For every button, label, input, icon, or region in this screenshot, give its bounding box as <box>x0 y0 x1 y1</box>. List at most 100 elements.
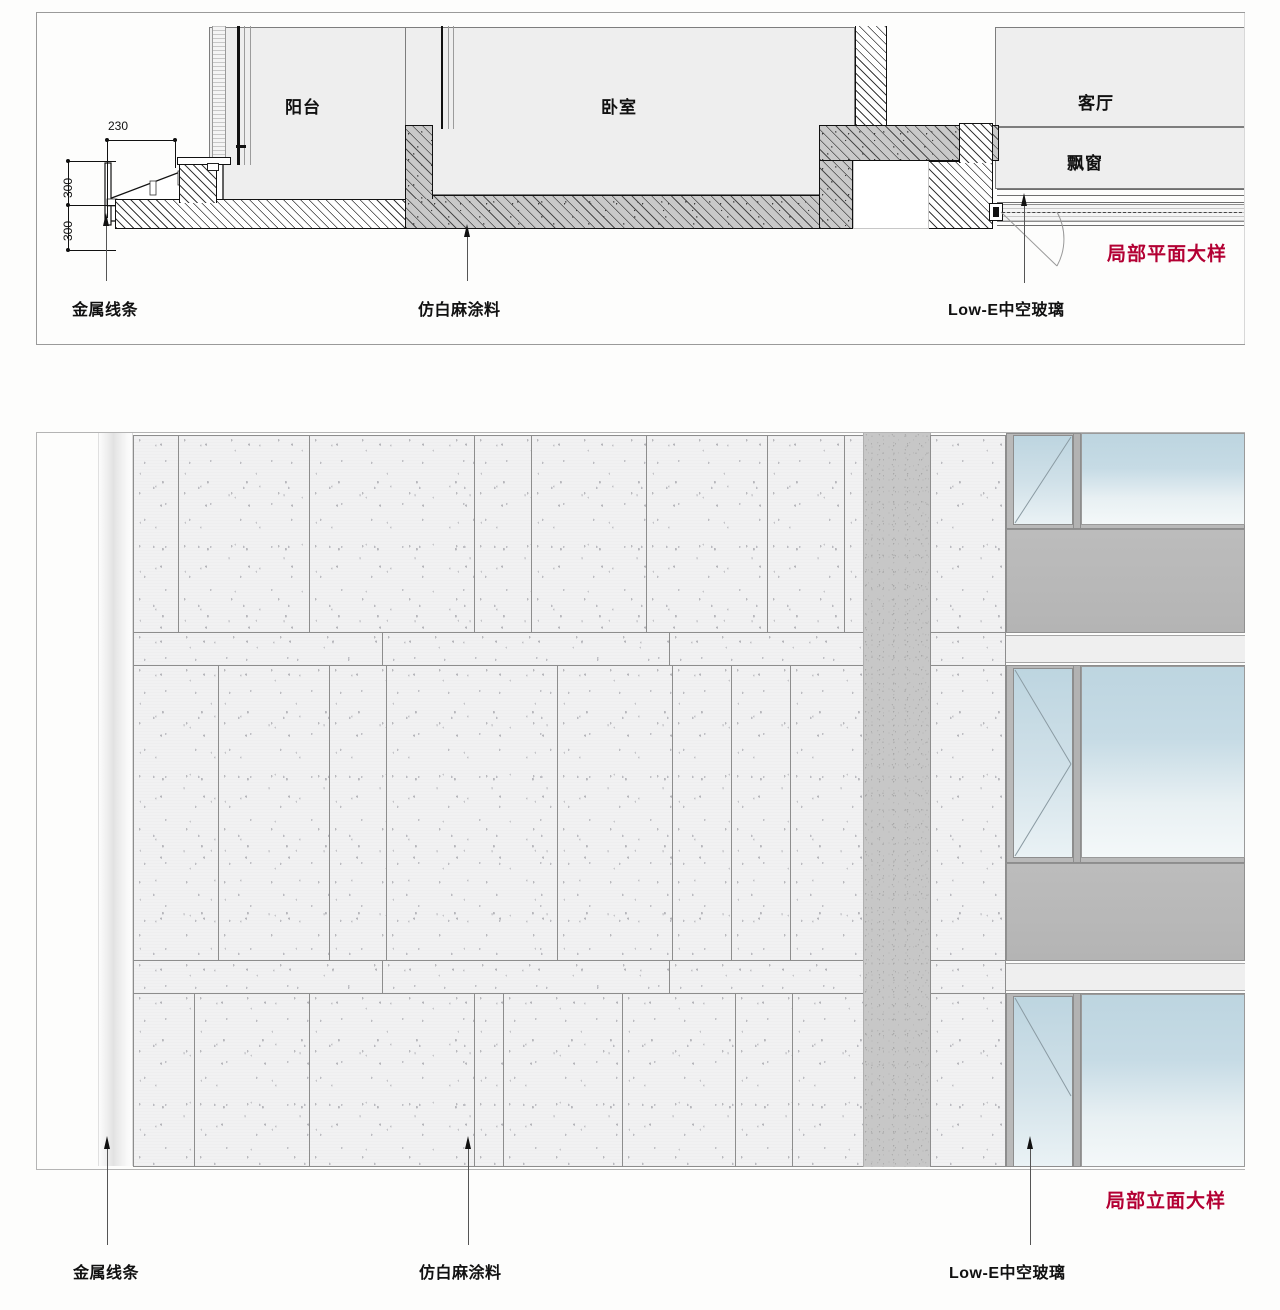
stone-panel <box>309 993 475 1167</box>
metal-trim-band <box>99 433 133 1166</box>
stone-panel <box>844 435 864 633</box>
glazing-centerline <box>997 212 1245 213</box>
room-balcony-fill <box>209 27 409 201</box>
stone-course-band <box>133 960 383 994</box>
room-label-baywindow: 飘窗 <box>1067 154 1103 173</box>
stone-panel <box>194 993 310 1167</box>
window-floor-band-level-1 <box>1006 635 1245 663</box>
stone-panel <box>309 435 475 633</box>
stone-panel <box>474 435 532 633</box>
window-sash-diagonal-level-3 <box>1013 996 1073 1167</box>
stone-panel <box>646 435 768 633</box>
stone-course-band <box>930 960 1006 994</box>
stone-panel <box>792 993 864 1167</box>
bedroom-partition-line-3 <box>453 26 454 129</box>
stone-course-band <box>382 960 670 994</box>
stone-course-band <box>133 632 383 666</box>
dimension-230-ext-right <box>175 140 176 168</box>
wall-recess-notch <box>853 161 929 229</box>
column-upper-hatch <box>855 26 887 126</box>
bedroom-partition-line-1 <box>441 26 444 129</box>
room-bedroom-fill <box>405 27 855 195</box>
plan-arrow-lowe-glass <box>1021 193 1027 206</box>
stone-panel <box>218 665 330 961</box>
dimension-300-ext-top <box>68 161 116 162</box>
window-glass-fixed-level-2 <box>1081 666 1245 858</box>
elev-leader-stone-coating <box>468 1149 469 1245</box>
stone-panel <box>133 435 179 633</box>
elev-arrow-lowe-glass <box>1027 1136 1033 1149</box>
dimension-230-line <box>107 140 177 141</box>
glazing-cavity-band <box>997 204 1245 222</box>
plan-leader-stone-coating <box>467 237 468 281</box>
window-spandrel-level-1 <box>1006 529 1245 633</box>
room-baywindow-fill <box>995 127 1245 189</box>
stone-panel <box>503 993 623 1167</box>
window-sash-glass-level-2 <box>1013 668 1073 858</box>
bay-sill-hatch <box>959 123 993 163</box>
room-label-living: 客厅 <box>1078 94 1114 113</box>
stone-panel <box>178 435 310 633</box>
elevation-canvas <box>37 433 1245 1169</box>
stone-course-band <box>669 632 864 666</box>
dimension-230-ext-left <box>107 140 108 218</box>
concrete-step-vertical-hatch <box>819 161 853 229</box>
elevation-detail-frame <box>36 432 1245 1170</box>
railing-glass-line-1 <box>237 26 240 165</box>
window-sash-diagonal-level-2 <box>1013 668 1073 858</box>
stone-panel <box>329 665 387 961</box>
railing-insulation-band <box>212 26 226 163</box>
plan-callout-lowe-glass: Low-E中空玻璃 <box>948 302 1065 319</box>
pilaster-band <box>863 433 931 1167</box>
floor-slab-hatch <box>115 199 409 229</box>
railing-glass-line-3 <box>250 26 251 165</box>
room-label-balcony: 阳台 <box>285 98 321 117</box>
window-frame-inner <box>993 207 999 217</box>
stone-panel <box>531 435 647 633</box>
stone-course-band <box>930 632 1006 666</box>
elev-arrow-stone-coating <box>465 1136 471 1149</box>
stone-panel <box>767 435 845 633</box>
column-lower-hatch <box>927 161 993 229</box>
dimension-300-ext-bottom <box>68 250 116 251</box>
elev-callout-metal-trim: 金属线条 <box>73 1265 140 1282</box>
stone-panel <box>790 665 864 961</box>
stone-panel <box>133 665 219 961</box>
plan-arrow-stone-coating <box>464 224 470 237</box>
plan-callout-stone-coating: 仿白麻涂料 <box>418 302 501 319</box>
window-glass-fixed-level-1 <box>1081 433 1245 525</box>
room-living-fill <box>995 27 1245 127</box>
window-mullion-level-1 <box>1073 433 1081 529</box>
plan-detail-title: 局部平面大样 <box>1107 244 1228 265</box>
stone-panel <box>557 665 673 961</box>
stone-course-band <box>669 960 864 994</box>
stone-panel-pilaster-right <box>930 665 1006 961</box>
stone-panel <box>731 665 791 961</box>
plan-callout-metal-trim: 金属线条 <box>72 302 139 319</box>
stone-panel <box>474 993 504 1167</box>
elevation-detail-title: 局部立面大样 <box>1106 1191 1227 1212</box>
stone-course-band <box>382 632 670 666</box>
plan-canvas: 230 300 300 阳台 卧室 客厅 飘窗 局部平面大样 <box>37 13 1245 344</box>
balcony-sill-cap <box>177 157 231 165</box>
stone-panel <box>622 993 736 1167</box>
railing-anchor-mark <box>236 145 246 148</box>
window-mullion-level-3 <box>1073 993 1081 1167</box>
glazing-line-3 <box>997 202 1245 203</box>
plan-leader-metal-trim <box>106 226 107 281</box>
elev-callout-stone-coating: 仿白麻涂料 <box>419 1265 502 1282</box>
glazing-line-2 <box>997 195 1245 196</box>
plan-arrow-metal-trim <box>103 213 109 226</box>
elev-leader-metal-trim <box>107 1149 108 1245</box>
window-sash-diagonal-level-1 <box>1013 435 1073 525</box>
concrete-slab-hatch <box>405 195 855 229</box>
window-glass-fixed-level-3 <box>1081 994 1245 1167</box>
glazing-line-bottom <box>997 225 1245 226</box>
dimension-300-ext-mid <box>68 205 116 206</box>
stone-panel-pilaster-right <box>930 435 1006 633</box>
elev-leader-lowe-glass <box>1030 1149 1031 1245</box>
plan-leader-lowe-glass <box>1024 206 1025 283</box>
balcony-sill-bracket <box>207 163 219 171</box>
elev-callout-lowe-glass: Low-E中空玻璃 <box>949 1265 1066 1282</box>
glazing-line-top <box>997 189 1245 190</box>
